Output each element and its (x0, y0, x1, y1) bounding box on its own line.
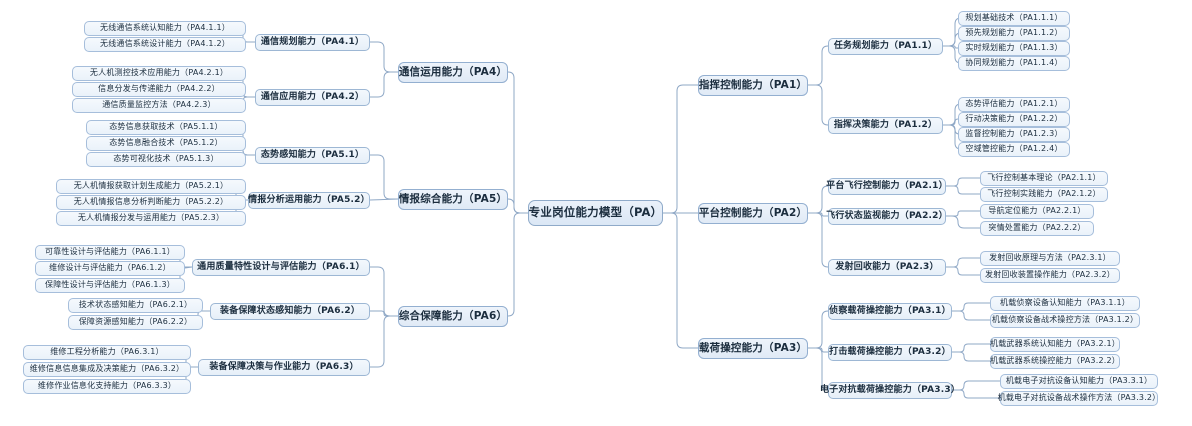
leaf-node-6-2-2[interactable]: 保障资源感知能力（PA6.2.2） (68, 314, 203, 330)
leaf-node-3-2-1[interactable]: 机载武器系统认知能力（PA3.2.1） (990, 336, 1120, 352)
branch-node-4[interactable]: 通信运用能力（PA4） (398, 61, 508, 83)
sub-node-1-2[interactable]: 指挥决策能力（PA1.2） (828, 116, 943, 134)
leaf-node-4-2-3[interactable]: 通信质量监控方法（PA4.2.3） (72, 97, 246, 113)
leaf-node-2-3-1[interactable]: 发射回收原理与方法（PA2.3.1） (980, 250, 1120, 266)
leaf-node-3-3-1[interactable]: 机载电子对抗设备认知能力（PA3.3.1） (1000, 373, 1158, 389)
branch-node-3[interactable]: 载荷操控能力（PA3） (698, 337, 808, 359)
sub-node-6-1[interactable]: 通用质量特性设计与评估能力（PA6.1） (192, 258, 370, 276)
leaf-node-4-1-1[interactable]: 无线通信系统认知能力（PA4.1.1） (84, 20, 246, 36)
branch-node-6[interactable]: 综合保障能力（PA6） (398, 305, 508, 327)
leaf-node-2-2-1[interactable]: 导航定位能力（PA2.2.1） (980, 203, 1094, 219)
sub-node-3-1[interactable]: 侦察载荷操控能力（PA3.1） (828, 302, 952, 320)
leaf-node-5-1-1[interactable]: 态势信息获取技术（PA5.1.1） (86, 119, 246, 135)
sub-node-4-2[interactable]: 通信应用能力（PA4.2） (255, 88, 370, 106)
leaf-node-2-1-1[interactable]: 飞行控制基本理论（PA2.1.1） (980, 170, 1108, 186)
sub-node-4-1[interactable]: 通信规划能力（PA4.1） (255, 33, 370, 51)
leaf-node-5-2-2[interactable]: 无人机情报信息分析判断能力（PA5.2.2） (56, 194, 246, 210)
leaf-node-2-3-2[interactable]: 发射回收装置操作能力（PA2.3.2） (980, 267, 1120, 283)
sub-node-3-2[interactable]: 打击载荷操控能力（PA3.2） (828, 343, 952, 361)
leaf-node-6-1-1[interactable]: 可靠性设计与评估能力（PA6.1.1） (35, 244, 185, 260)
leaf-node-3-2-2[interactable]: 机载武器系统操控能力（PA3.2.2） (990, 353, 1120, 369)
branch-node-5[interactable]: 情报综合能力（PA5） (398, 188, 508, 210)
sub-node-5-2[interactable]: 情报分析运用能力（PA5.2） (248, 191, 370, 209)
leaf-node-1-1-4[interactable]: 协同规划能力（PA1.1.4） (958, 55, 1070, 71)
leaf-node-1-2-2[interactable]: 行动决策能力（PA1.2.2） (958, 111, 1070, 127)
sub-node-3-3[interactable]: 电子对抗载荷操控能力（PA3.3） (820, 381, 960, 399)
leaf-node-6-3-2[interactable]: 维修信息信息集成及决策能力（PA6.3.2） (23, 361, 191, 377)
sub-node-5-1[interactable]: 态势感知能力（PA5.1） (255, 146, 370, 164)
sub-node-2-1[interactable]: 平台飞行控制能力（PA2.1） (826, 177, 948, 195)
leaf-node-6-2-1[interactable]: 技术状态感知能力（PA6.2.1） (68, 297, 203, 313)
leaf-node-1-1-2[interactable]: 预先规划能力（PA1.1.2） (958, 25, 1070, 41)
leaf-node-1-2-3[interactable]: 监督控制能力（PA1.2.3） (958, 126, 1070, 142)
leaf-node-6-3-1[interactable]: 维修工程分析能力（PA6.3.1） (23, 344, 191, 360)
leaf-node-5-1-3[interactable]: 态势可视化技术（PA5.1.3） (86, 151, 246, 167)
leaf-node-4-1-2[interactable]: 无线通信系统设计能力（PA4.1.2） (84, 36, 246, 52)
leaf-node-1-2-1[interactable]: 态势评估能力（PA1.2.1） (958, 96, 1070, 112)
leaf-node-6-1-2[interactable]: 维修设计与评估能力（PA6.1.2） (35, 260, 185, 276)
branch-node-2[interactable]: 平台控制能力（PA2） (698, 202, 808, 224)
leaf-node-1-2-4[interactable]: 空域管控能力（PA1.2.4） (958, 141, 1070, 157)
leaf-node-1-1-1[interactable]: 规划基础技术（PA1.1.1） (958, 10, 1070, 26)
leaf-node-2-1-2[interactable]: 飞行控制实践能力（PA2.1.2） (980, 186, 1108, 202)
leaf-node-3-3-2[interactable]: 机载电子对抗设备战术操作方法（PA3.3.2） (998, 390, 1160, 406)
sub-node-2-2[interactable]: 飞行状态监视能力（PA2.2） (826, 207, 948, 225)
sub-node-6-3[interactable]: 装备保障决策与作业能力（PA6.3） (198, 358, 370, 376)
leaf-node-1-1-3[interactable]: 实时规划能力（PA1.1.3） (958, 40, 1070, 56)
sub-node-6-2[interactable]: 装备保障状态感知能力（PA6.2） (210, 302, 370, 320)
leaf-node-4-2-2[interactable]: 信息分发与传递能力（PA4.2.2） (72, 81, 246, 97)
leaf-node-3-1-1[interactable]: 机载侦察设备认知能力（PA3.1.1） (990, 295, 1140, 311)
leaf-node-3-1-2[interactable]: 机载侦察设备战术操控方法（PA3.1.2） (990, 312, 1140, 328)
leaf-node-2-2-2[interactable]: 突情处置能力（PA2.2.2） (980, 220, 1094, 236)
sub-node-1-1[interactable]: 任务规划能力（PA1.1） (828, 37, 943, 55)
sub-node-2-3[interactable]: 发射回收能力（PA2.3） (828, 258, 946, 276)
leaf-node-4-2-1[interactable]: 无人机测控技术应用能力（PA4.2.1） (72, 65, 246, 81)
leaf-node-5-2-1[interactable]: 无人机情报获取计划生成能力（PA5.2.1） (56, 178, 246, 194)
leaf-node-6-3-3[interactable]: 维修作业信息化支持能力（PA6.3.3） (23, 378, 191, 394)
leaf-node-5-1-2[interactable]: 态势信息融合技术（PA5.1.2） (86, 135, 246, 151)
leaf-node-6-1-3[interactable]: 保障性设计与评估能力（PA6.1.3） (35, 277, 185, 293)
root-node[interactable]: 专业岗位能力模型（PA） (528, 200, 663, 226)
branch-node-1[interactable]: 指挥控制能力（PA1） (698, 74, 808, 96)
leaf-node-5-2-3[interactable]: 无人机情报分发与运用能力（PA5.2.3） (56, 210, 246, 226)
